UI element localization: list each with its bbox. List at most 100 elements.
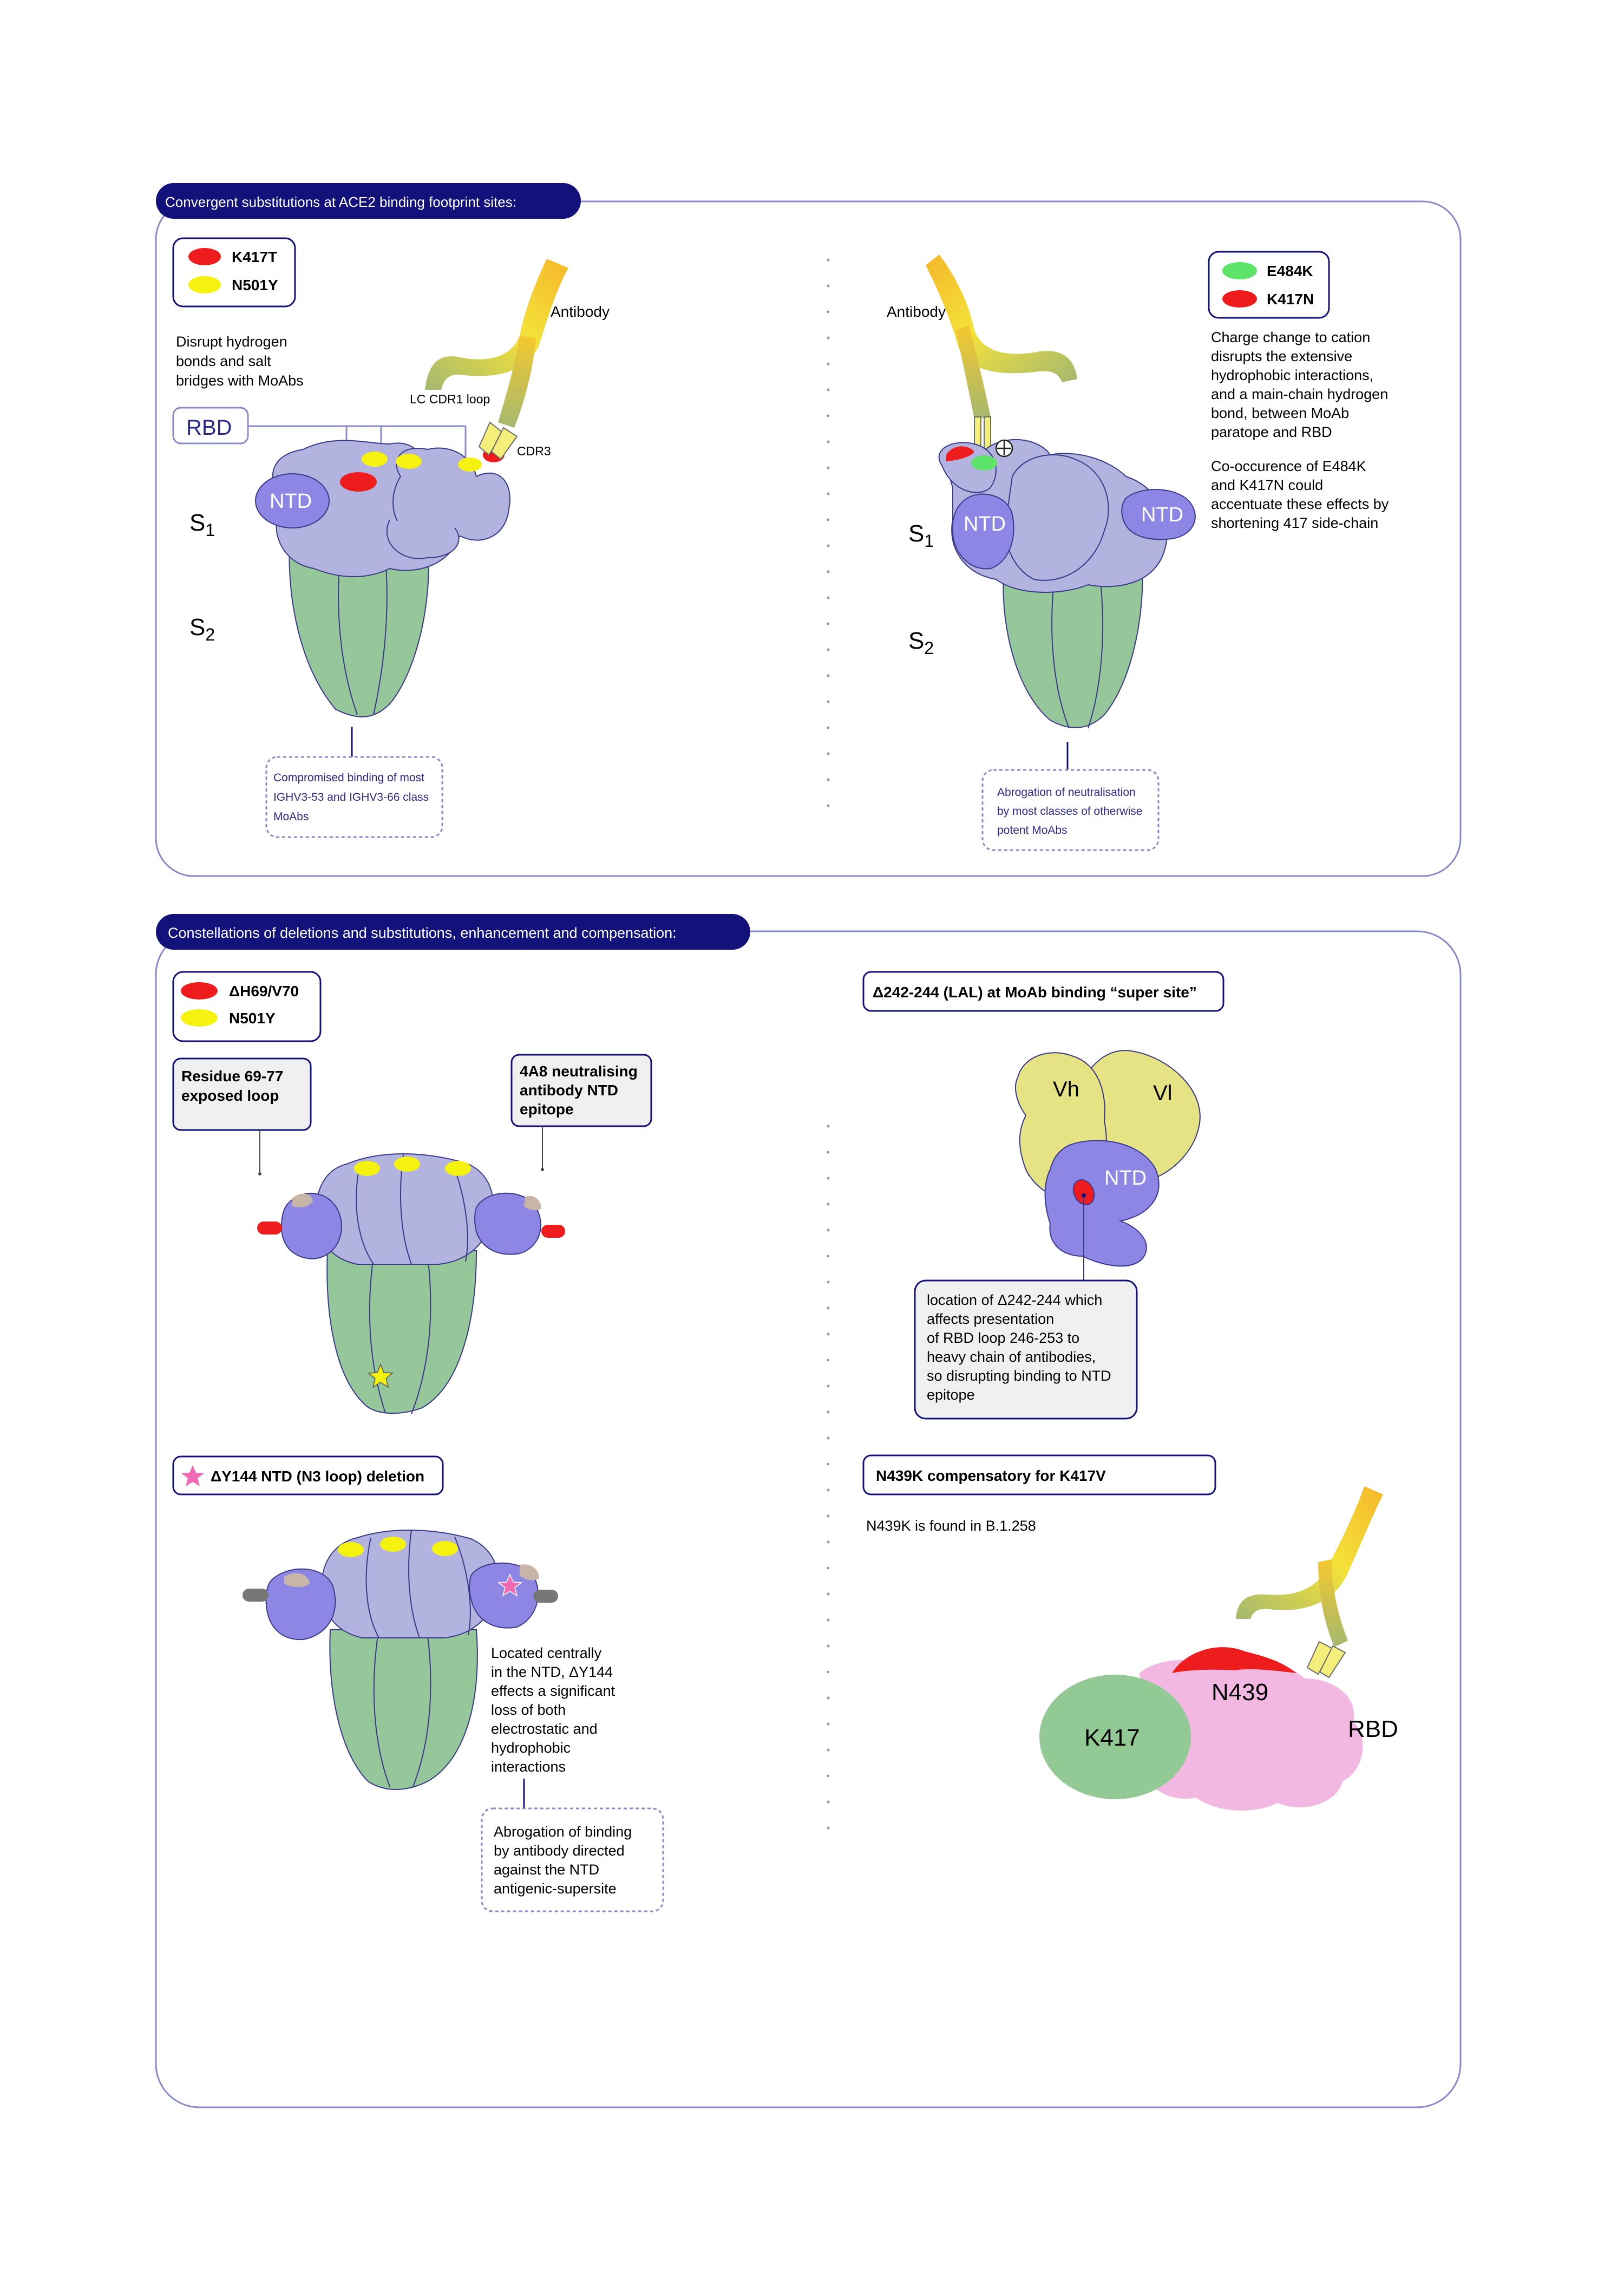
divider-dot bbox=[827, 1670, 830, 1674]
residue-loop-pointer-dot bbox=[258, 1172, 261, 1175]
vl-label: Vl bbox=[1153, 1081, 1173, 1105]
divider-dot bbox=[827, 1592, 830, 1596]
n501y-site-p2-1 bbox=[354, 1161, 380, 1176]
divider-dot bbox=[827, 1281, 830, 1284]
s1-label: S1 bbox=[189, 510, 215, 540]
e484k-site bbox=[971, 455, 997, 471]
ntd-domain bbox=[1044, 1140, 1160, 1267]
divider-dot bbox=[827, 1514, 830, 1518]
antibody-label-right: Antibody bbox=[887, 303, 946, 320]
lal-description-box bbox=[914, 1279, 1138, 1420]
divider-dot bbox=[827, 1255, 830, 1258]
description-right-2: Co-occurence of E484K and K417N could ac… bbox=[1211, 458, 1393, 531]
panel1-frame bbox=[155, 200, 1462, 877]
antibody-right bbox=[926, 254, 1077, 450]
residue-loop-text: Residue 69-77 exposed loop bbox=[181, 1068, 287, 1104]
divider-dot bbox=[827, 1488, 830, 1492]
y144-description: Located centrally in the NTD, ΔY144 effe… bbox=[491, 1645, 619, 1775]
n439k-note: N439K is found in B.1.258 bbox=[866, 1518, 1036, 1534]
rbd-label: RBD bbox=[186, 416, 232, 440]
ntd-label-p2: NTD bbox=[1104, 1167, 1147, 1190]
description: Disrupt hydrogen bonds and salt bridges … bbox=[176, 334, 304, 389]
antibody-label: Antibody bbox=[551, 303, 610, 320]
h69v70-site-left bbox=[257, 1222, 282, 1235]
n501y-site-p2-3 bbox=[445, 1161, 471, 1176]
divider-dot bbox=[827, 388, 830, 391]
y144-star-marker bbox=[368, 1363, 394, 1388]
panel-constellations: Constellations of deletions and substitu… bbox=[155, 914, 1462, 2108]
divider-dot bbox=[827, 310, 830, 313]
lal-deletion-site bbox=[1072, 1179, 1095, 1206]
divider-dot bbox=[827, 362, 830, 365]
n501y-site-p2-6 bbox=[432, 1541, 458, 1556]
k417-label: K417 bbox=[1084, 1725, 1140, 1751]
epitope-4a8-text: 4A8 neutralising antibody NTD epitope bbox=[520, 1063, 642, 1118]
divider-dot bbox=[827, 1722, 830, 1726]
divider-dot bbox=[827, 466, 830, 469]
divider-dot bbox=[827, 700, 830, 703]
pink-star-icon bbox=[181, 1465, 204, 1486]
panel2-title: Constellations of deletions and substitu… bbox=[168, 925, 677, 941]
legend-h69v70: ΔH69/V70 bbox=[229, 983, 299, 1000]
divider-dot bbox=[827, 1436, 830, 1440]
n439-label: N439 bbox=[1212, 1679, 1268, 1706]
divider-dot bbox=[827, 1333, 830, 1336]
ntd-lobe-right-right bbox=[1121, 489, 1196, 540]
divider-dot bbox=[827, 1826, 830, 1830]
n439k-title: N439K compensatory for K417V bbox=[876, 1467, 1106, 1484]
result-text: Compromised binding of most IGHV3-53 and… bbox=[273, 772, 432, 823]
panel1-title: Convergent substitutions at ACE2 binding… bbox=[165, 194, 516, 210]
pink-star-marker bbox=[497, 1573, 523, 1597]
panel2-title-bar bbox=[156, 914, 750, 950]
divider-dot bbox=[827, 1540, 830, 1544]
panel2-frame bbox=[155, 930, 1462, 2108]
description-right-1: Charge change to cation disrupts the ext… bbox=[1211, 329, 1392, 440]
panel2-divider bbox=[827, 1125, 830, 1830]
rbd-domain bbox=[1130, 1660, 1363, 1811]
y144-title: ΔY144 NTD (N3 loop) deletion bbox=[211, 1468, 424, 1485]
panel1-title-bar bbox=[156, 183, 581, 219]
legend-red-marker bbox=[188, 248, 221, 265]
legend-green-marker bbox=[1222, 262, 1257, 279]
legend-n501y-p2: N501Y bbox=[229, 1010, 276, 1027]
lal-description: location of Δ242-244 which affects prese… bbox=[927, 1292, 1115, 1403]
result-box-right bbox=[981, 769, 1160, 851]
y144-title-box bbox=[172, 1455, 444, 1495]
panel1-right: Antibody NTD NTD bbox=[887, 251, 1393, 851]
divider-dot bbox=[827, 1748, 830, 1752]
lc-cdr1-label: LC CDR1 loop bbox=[410, 392, 490, 406]
residue-loop-box bbox=[172, 1057, 312, 1131]
divider-dot bbox=[827, 544, 830, 547]
antibody-bottom bbox=[1236, 1486, 1383, 1678]
positive-charge-icon bbox=[995, 439, 1013, 458]
legend-k417t: K417T bbox=[232, 249, 277, 265]
antibody-left bbox=[425, 259, 568, 460]
panel2-left: ΔH69/V70 N501Y Residue 69-77 exposed loo… bbox=[172, 971, 664, 1912]
legend-yellow-marker bbox=[188, 276, 221, 293]
n501y-site-p2-4 bbox=[338, 1542, 364, 1557]
divider-dot bbox=[827, 1177, 830, 1180]
divider-dot bbox=[827, 258, 830, 262]
divider-dot bbox=[827, 778, 830, 781]
divider-dot bbox=[827, 1696, 830, 1700]
vh-label: Vh bbox=[1053, 1077, 1079, 1101]
legend-red-marker-right bbox=[1222, 290, 1257, 308]
panel-convergent-substitutions: Convergent substitutions at ACE2 binding… bbox=[155, 183, 1462, 877]
legend-yellow-marker-p2 bbox=[181, 1009, 218, 1027]
result-box bbox=[265, 756, 443, 838]
panel2-right: Δ242-244 (LAL) at MoAb binding “super si… bbox=[862, 971, 1398, 1811]
legend-red-marker-p2 bbox=[181, 982, 218, 1000]
s2-stalk bbox=[289, 541, 429, 717]
divider-dot bbox=[827, 1384, 830, 1388]
lal-title: Δ242-244 (LAL) at MoAb binding “super si… bbox=[873, 984, 1197, 1001]
n501y-site-2 bbox=[396, 454, 422, 469]
s2-label-right: S2 bbox=[908, 628, 934, 658]
spike-trimer-top bbox=[257, 1153, 565, 1415]
n501y-site-1 bbox=[362, 452, 388, 467]
ntd-label-right-1: NTD bbox=[964, 513, 1006, 535]
divider-dot bbox=[827, 414, 830, 417]
divider-dot bbox=[827, 804, 830, 807]
divider-dot bbox=[827, 492, 830, 495]
s2-label: S2 bbox=[189, 614, 215, 644]
